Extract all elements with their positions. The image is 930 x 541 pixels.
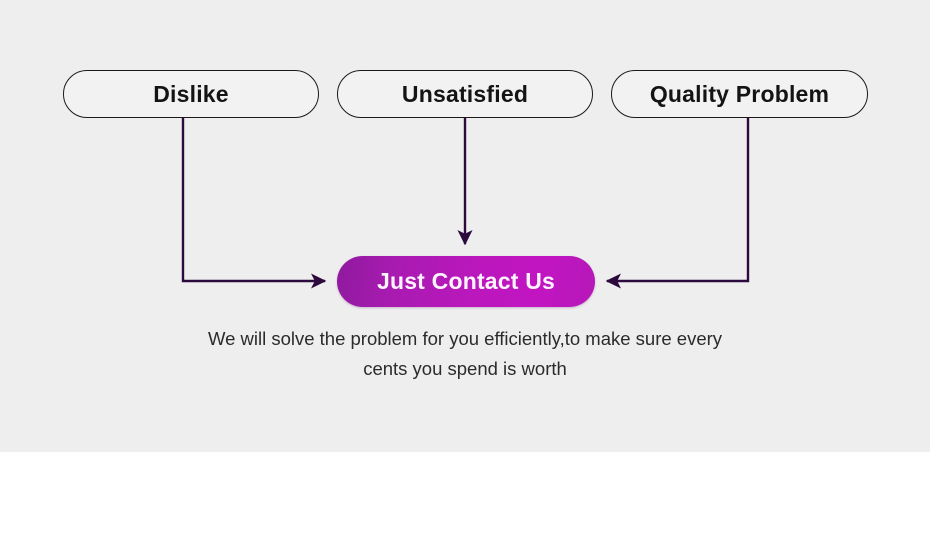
below-fold-whitespace <box>0 452 930 541</box>
arrow-left-to-cta <box>181 118 327 289</box>
pill-quality-problem-label: Quality Problem <box>649 80 830 107</box>
pill-dislike[interactable]: Dislike <box>63 70 319 118</box>
caption-line-2: cents you spend is worth <box>363 358 567 379</box>
promo-banner: Dislike Unsatisfied Quality Problem Just… <box>0 0 930 452</box>
connector-lines <box>181 118 750 289</box>
pill-unsatisfied-label: Unsatisfied <box>401 80 529 107</box>
contact-us-button[interactable]: Just Contact Us <box>337 256 595 307</box>
pill-unsatisfied[interactable]: Unsatisfied <box>337 70 593 118</box>
pill-dislike-label: Dislike <box>153 80 229 107</box>
caption-text: We will solve the problem for you effici… <box>145 324 785 384</box>
arrow-right-to-cta <box>605 118 750 289</box>
caption-line-1: We will solve the problem for you effici… <box>207 328 723 349</box>
contact-us-button-label: Just Contact Us <box>376 268 556 294</box>
pill-quality-problem[interactable]: Quality Problem <box>611 70 868 118</box>
